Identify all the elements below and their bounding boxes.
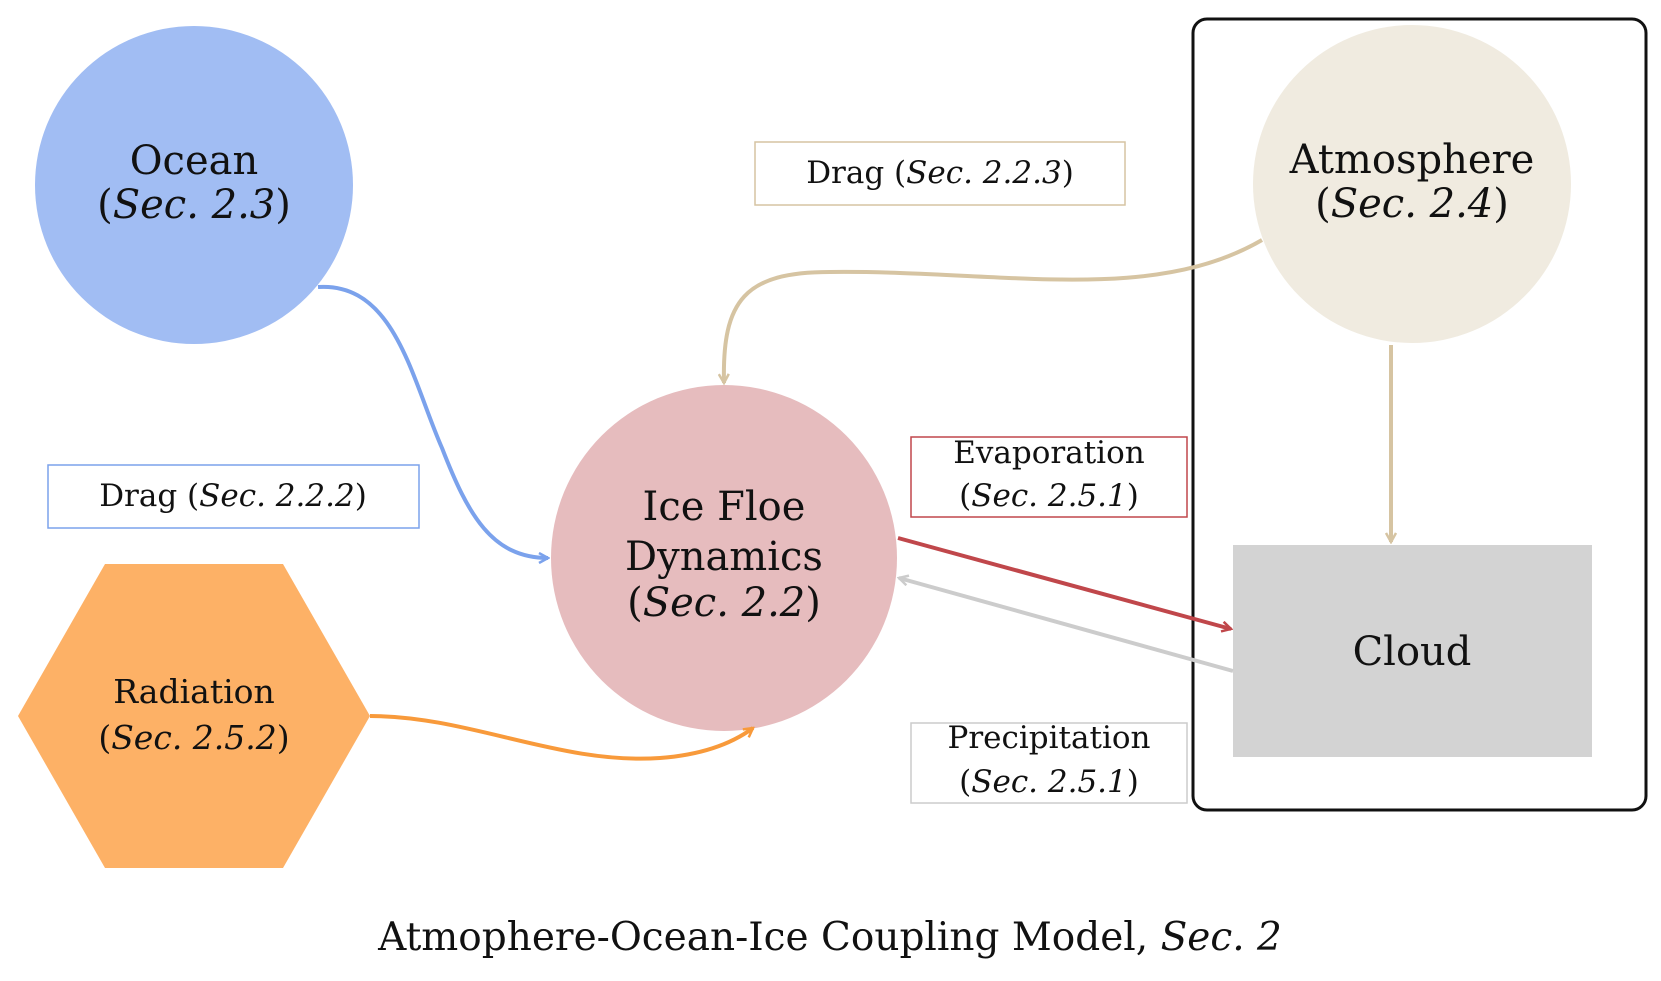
- radiation-name: Radiation: [113, 672, 275, 711]
- cloud-box: [1233, 545, 1592, 757]
- evaporation-label: Evaporation (Sec. 2.5.1): [910, 435, 1188, 518]
- atmosphere-name: Atmosphere: [1289, 137, 1535, 183]
- ocean-to-ice-arrow: [317, 284, 548, 558]
- svg-text:Evaporation: Evaporation: [953, 435, 1144, 471]
- ice-floe-line1: Ice Floe: [643, 484, 806, 530]
- radiation-node: Radiation (Sec. 2.5.2): [18, 564, 370, 868]
- radiation-ref: (Sec. 2.5.2): [98, 718, 289, 757]
- atmosphere-cloud-frame: [1191, 17, 1648, 812]
- ocean-circle: [35, 26, 353, 344]
- precipitation-label: Precipitation (Sec. 2.5.1): [910, 720, 1188, 804]
- drag-ocean-label: Drag (Sec. 2.2.2): [47, 464, 420, 529]
- radiation-hexagon: [18, 564, 370, 868]
- precipitation-arrow: [899, 578, 1234, 673]
- atmosphere-ref: (Sec. 2.4): [1315, 181, 1509, 227]
- cloud-node: Cloud: [1233, 545, 1592, 757]
- atmosphere-node: Atmosphere (Sec. 2.4): [1253, 25, 1571, 343]
- svg-text:Precipitation: Precipitation: [948, 720, 1151, 756]
- atmosphere-circle: [1253, 25, 1571, 343]
- svg-text:Drag (Sec. 2.2.3): Drag (Sec. 2.2.3): [806, 155, 1074, 191]
- svg-text:Drag (Sec. 2.2.2): Drag (Sec. 2.2.2): [99, 478, 367, 514]
- svg-text:(Sec. 2.5.1): (Sec. 2.5.1): [959, 478, 1139, 514]
- atmosphere-to-ice-arrow: [724, 238, 1264, 383]
- svg-text:(Sec. 2.5.1): (Sec. 2.5.1): [959, 764, 1139, 800]
- ice-floe-circle: [551, 385, 897, 731]
- cloud-name: Cloud: [1353, 629, 1472, 675]
- drag-atmosphere-label: Drag (Sec. 2.2.3): [754, 141, 1126, 206]
- ocean-ref: (Sec. 2.3): [97, 182, 291, 228]
- ocean-node: Ocean (Sec. 2.3): [35, 26, 353, 344]
- evaporation-arrow: [897, 536, 1231, 629]
- ocean-name: Ocean: [130, 138, 258, 184]
- ice-floe-ref: (Sec. 2.2): [627, 580, 821, 626]
- radiation-to-ice-arrow: [369, 714, 753, 761]
- ice-floe-node: Ice Floe Dynamics (Sec. 2.2): [551, 385, 897, 731]
- diagram-caption: Atmophere-Ocean-Ice Coupling Model, Sec.…: [377, 915, 1282, 960]
- ice-floe-line2: Dynamics: [625, 534, 823, 580]
